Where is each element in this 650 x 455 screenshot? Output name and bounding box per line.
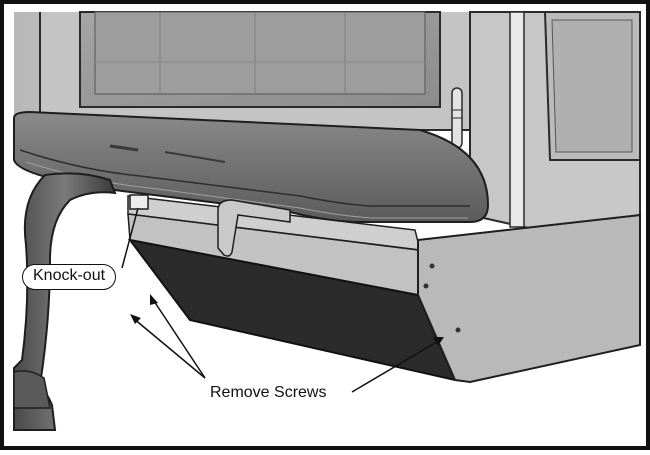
screw <box>455 327 461 333</box>
remove-screws-callout-label: Remove Screws <box>210 384 327 401</box>
glass-window <box>79 11 441 108</box>
lower-shroud <box>127 194 641 384</box>
cast-iron-leg <box>13 172 117 431</box>
screw <box>429 263 435 269</box>
stove-body <box>14 11 641 253</box>
screw <box>423 283 429 289</box>
knockout-callout-label: Knock-out <box>22 264 117 290</box>
door-handle <box>451 87 463 149</box>
callout-leaders <box>121 207 444 393</box>
knockout-tab <box>129 194 149 210</box>
